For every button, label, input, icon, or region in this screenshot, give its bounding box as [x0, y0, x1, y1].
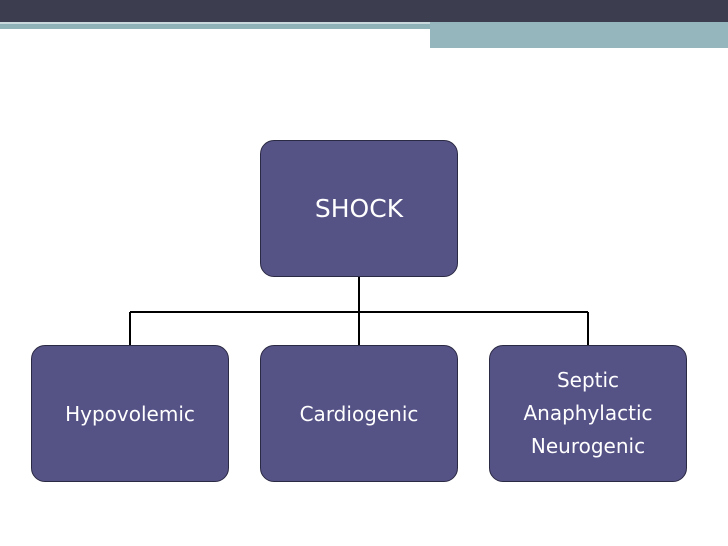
node-distributive-types: Septic Anaphylactic Neurogenic	[489, 345, 687, 482]
node-septic-label: Septic	[556, 368, 620, 392]
top-banner-divider	[0, 22, 728, 24]
node-cardiogenic-label: Cardiogenic	[299, 401, 419, 426]
node-cardiogenic: Cardiogenic	[260, 345, 458, 482]
node-hypovolemic-label: Hypovolemic	[65, 401, 195, 426]
node-anaphylactic-label: Anaphylactic	[523, 401, 653, 425]
node-neurogenic-label: Neurogenic	[530, 434, 646, 458]
top-banner-dark	[0, 0, 728, 22]
node-shock-label: SHOCK	[314, 194, 404, 223]
top-banner-accent-right	[430, 22, 728, 48]
node-shock: SHOCK	[260, 140, 458, 277]
top-banner-accent-left	[0, 24, 430, 29]
node-hypovolemic: Hypovolemic	[31, 345, 229, 482]
